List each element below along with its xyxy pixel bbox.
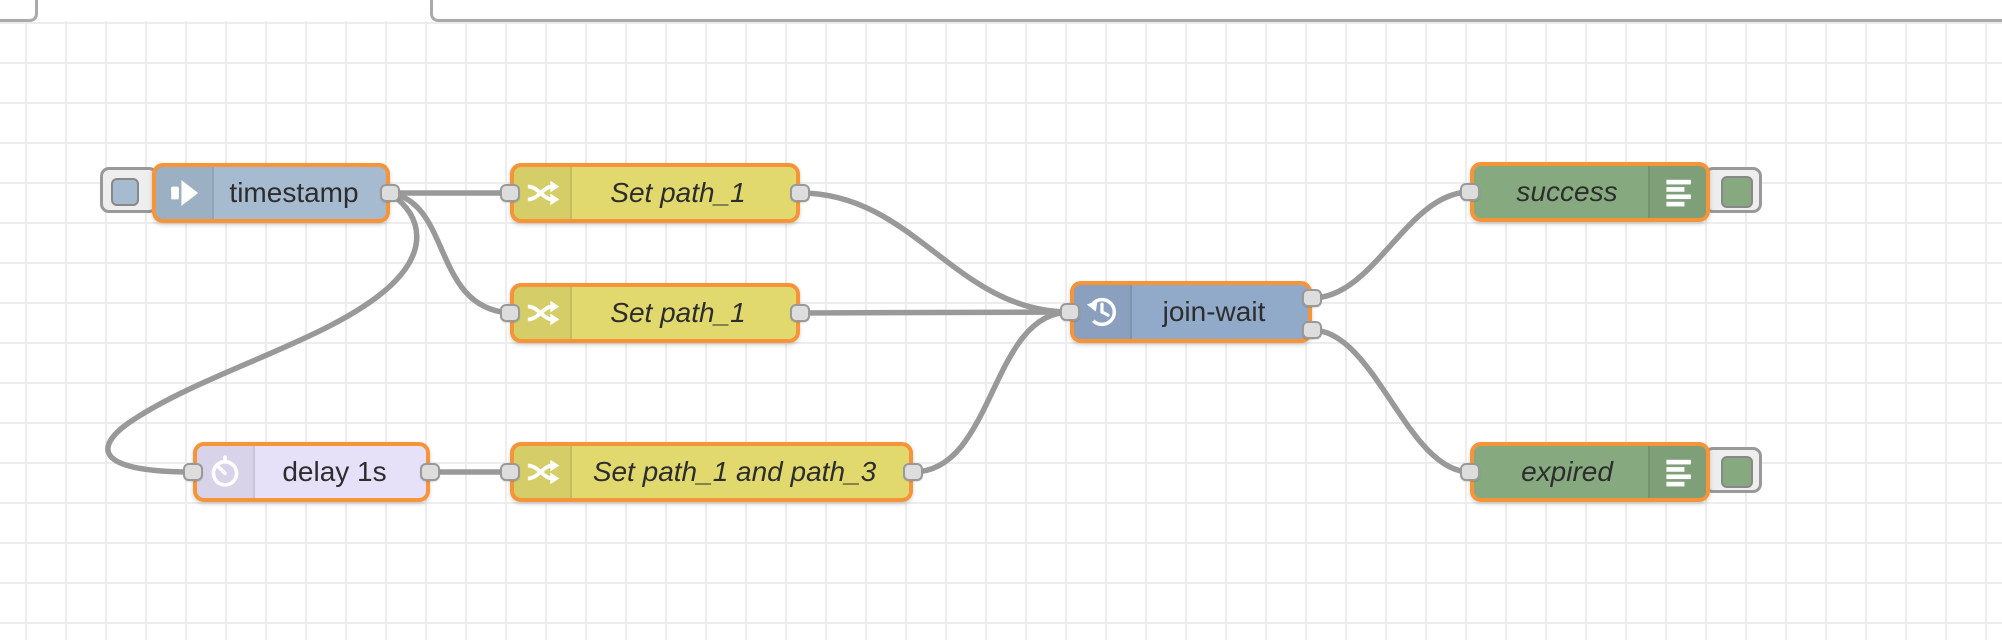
set-path-1-a-input-port[interactable] [500, 184, 520, 202]
node-set-path-1-a[interactable]: Set path_1 [510, 163, 800, 223]
flow-tab-stub-right[interactable] [430, 0, 2002, 22]
set-path-1-and-path-3-input-port[interactable] [500, 463, 520, 481]
success-input-port[interactable] [1460, 183, 1480, 201]
delay-1s-label: delay 1s [282, 456, 387, 487]
timestamp-button[interactable] [100, 167, 158, 213]
set-path-1-and-path-3-label: Set path_1 and path_3 [592, 456, 877, 487]
expired-button-inner [1721, 456, 1753, 488]
timestamp-label: timestamp [229, 177, 359, 208]
node-delay-1s[interactable]: delay 1s [193, 442, 430, 502]
wire-set-path-1-a-to-join-wait[interactable] [797, 190, 1073, 315]
expired-button[interactable] [1704, 447, 1762, 493]
set-path-1-b-input-port[interactable] [500, 304, 520, 322]
join-wait-label: join-wait [1162, 296, 1266, 327]
flow-tab-stub-left[interactable] [0, 0, 38, 22]
expired-label: expired [1521, 456, 1613, 487]
expired-input-port[interactable] [1460, 463, 1480, 481]
join-wait-input-port[interactable] [1060, 303, 1080, 321]
join-wait-output-port-2[interactable] [1302, 321, 1322, 339]
set-path-1-b-output-port-1[interactable] [790, 304, 810, 322]
success-label: success [1516, 176, 1618, 207]
success-button-inner [1721, 176, 1753, 208]
wire-set-path-1-and-path-3-to-join-wait[interactable] [910, 309, 1073, 475]
success-button[interactable] [1704, 167, 1762, 213]
node-set-path-1-b[interactable]: Set path_1 [510, 283, 800, 343]
set-path-1-a-output-port-1[interactable] [790, 184, 810, 202]
wire-set-path-1-b-to-join-wait[interactable] [797, 309, 1073, 316]
wire-timestamp-to-set-path-1-b[interactable] [387, 190, 513, 316]
set-path-1-a-label: Set path_1 [610, 177, 746, 208]
shuffle-icon [514, 287, 572, 339]
timer-icon [197, 446, 255, 498]
inject-arrow-icon [156, 167, 214, 219]
node-expired[interactable]: expired [1470, 442, 1710, 502]
debug-list-icon [1648, 446, 1706, 498]
node-join-wait[interactable]: join-wait [1070, 281, 1312, 343]
debug-list-icon [1648, 166, 1706, 218]
node-set-path-1-and-path-3[interactable]: Set path_1 and path_3 [510, 442, 913, 502]
wire-timestamp-to-delay-1s[interactable] [105, 190, 420, 475]
timestamp-output-port[interactable] [380, 184, 400, 202]
set-path-1-b-label: Set path_1 [610, 297, 746, 328]
join-wait-output-port-1[interactable] [1302, 289, 1322, 307]
shuffle-icon [514, 167, 572, 219]
delay-1s-input-port[interactable] [183, 463, 203, 481]
wire-join-wait-to-success[interactable] [1309, 189, 1473, 301]
set-path-1-and-path-3-output-port-1[interactable] [903, 463, 923, 481]
shuffle-icon [514, 446, 572, 498]
node-timestamp[interactable]: timestamp [152, 163, 390, 223]
delay-1s-output-port-1[interactable] [420, 463, 440, 481]
history-icon [1074, 285, 1132, 339]
wire-join-wait-to-expired[interactable] [1309, 327, 1473, 475]
node-success[interactable]: success [1470, 162, 1710, 222]
timestamp-button-inner [111, 178, 139, 206]
